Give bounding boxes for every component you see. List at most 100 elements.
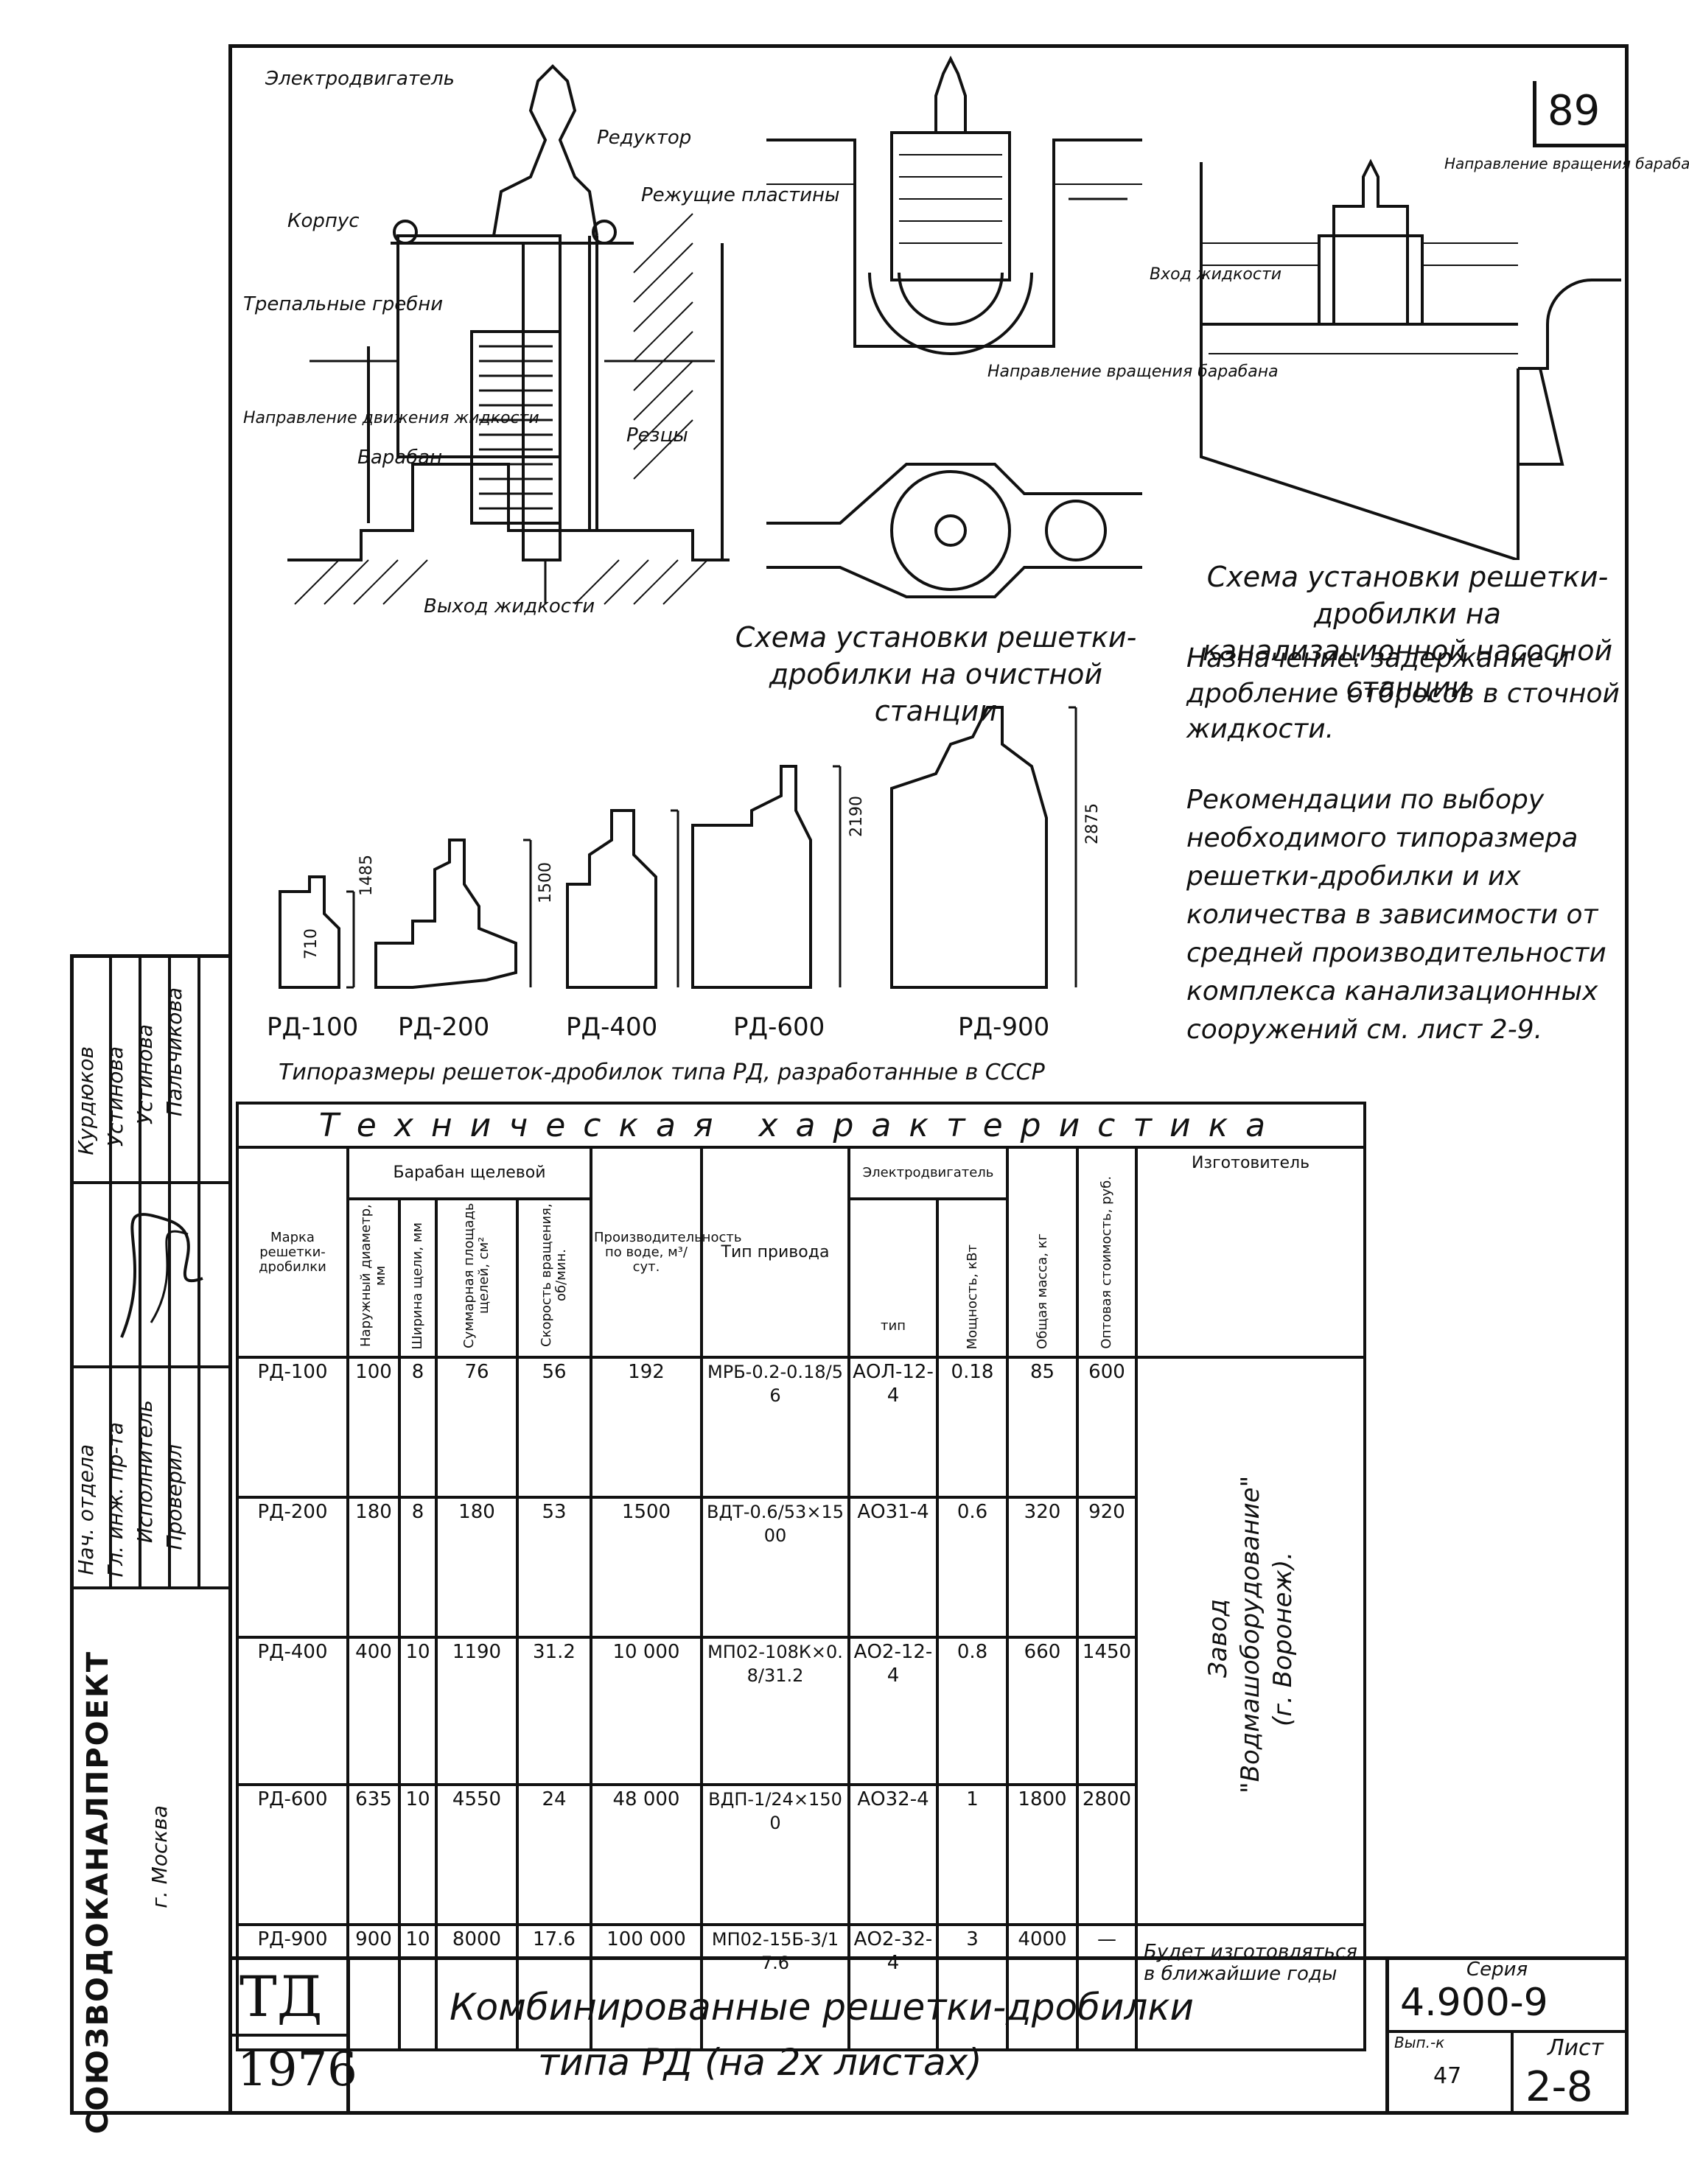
height-rd900: 2875	[1083, 803, 1102, 844]
label-housing: Корпус	[287, 210, 360, 232]
label-rotation-direction-2: Направление вращения барабана	[987, 363, 1279, 381]
header-rotation-speed: Скорость вращения, об/мин.	[539, 1203, 569, 1348]
stamp-org: СОЮЗВОДОКАНАЛПРОЕКТ	[81, 1651, 115, 2135]
title-block-code-split	[228, 2034, 346, 2037]
size-label-rd100: РД-100	[267, 1012, 359, 1042]
cell-area: 4550	[435, 1783, 519, 1926]
treatment-plant-scheme-drawing	[766, 55, 1142, 598]
cell-speed: 53	[516, 1496, 592, 1639]
cell-motor: АО32-4	[847, 1783, 939, 1926]
cell-slot: 10	[398, 1783, 438, 1926]
header-motor-power: Мощность, кВт	[964, 1244, 980, 1349]
header-motor-type: тип	[847, 1197, 939, 1359]
label-rotation-direction-3: Направление вращения барабана	[1444, 155, 1689, 172]
cell-mass: 660	[1006, 1636, 1079, 1786]
cell-capacity: 10 000	[590, 1636, 703, 1786]
technical-specification-table: Техническая характеристика Марка решетки…	[235, 1102, 1367, 2051]
cell-power: 1	[936, 1783, 1009, 1926]
size-label-rd600: РД-600	[733, 1012, 825, 1042]
cell-price: 2800	[1076, 1783, 1138, 1926]
drawing-frame	[228, 44, 1629, 2115]
stamp-code: ТД	[239, 1964, 323, 2029]
title-block-top-line	[228, 1956, 1629, 1960]
cell-power: 0.8	[936, 1636, 1009, 1786]
header-motor-group: Электродвигатель	[847, 1146, 1009, 1200]
header-manufacturer: Изготовитель	[1134, 1146, 1367, 1359]
cell-price: 920	[1076, 1496, 1138, 1639]
label-cutting-plates: Режущие пластины	[641, 184, 840, 206]
stamp-person-4: Пальчикова	[162, 987, 186, 1117]
recommendation-note: Рекомендации по выбору необходимого типо…	[1186, 785, 1606, 1045]
label-combs: Трепальные гребни	[243, 293, 444, 315]
series-label: Серия	[1466, 1959, 1528, 1981]
drawing-title-line1: Комбинированные решетки-дробилки	[450, 1986, 1195, 2029]
header-price: Оптовая стоимость, руб.	[1099, 1176, 1114, 1349]
label-inlet: Вход жидкости	[1150, 265, 1282, 284]
cell-price: 600	[1076, 1356, 1138, 1499]
header-slot-width: Ширина щели, мм	[410, 1222, 425, 1349]
header-drive-type: Тип привода	[700, 1146, 850, 1359]
sheet-number-box	[1533, 81, 1629, 147]
caption-treatment-plant: Схема установки решетки-дробилки на очис…	[735, 621, 1137, 727]
left-strip-frame	[70, 954, 232, 2115]
series-value: 4.900-9	[1400, 1981, 1548, 2025]
size-label-rd400: РД-400	[566, 1012, 658, 1042]
size-label-rd900: РД-900	[958, 1012, 1050, 1042]
cell-mark: РД-100	[236, 1356, 349, 1499]
height-rd400: 1500	[536, 862, 555, 903]
stamp-role-4: Проверил	[162, 1444, 186, 1550]
title-block-code-box	[228, 1956, 350, 2115]
header-slot-area: Суммарная площадь щелей, см²	[461, 1203, 492, 1348]
cell-slot: 10	[398, 1923, 438, 2051]
label-flow-direction: Направление движения жидкости	[243, 409, 539, 427]
stamp-person-1: Курдюков	[74, 1046, 98, 1155]
cell-slot: 8	[398, 1356, 438, 1499]
cell-area: 76	[435, 1356, 519, 1499]
cell-power: 3	[936, 1923, 1009, 2051]
table-row: РД-900 900 10 8000 17.6 100 000 МП02-15Б…	[236, 1923, 1367, 2051]
table-row: РД-600 635 10 4550 24 48 000 ВДП-1/24×15…	[236, 1783, 1365, 1926]
caption-pumping-station: Схема установки решетки-дробилки на кана…	[1202, 561, 1613, 704]
header-capacity: Производительность по воде, м³/сут.	[590, 1146, 741, 1359]
header-mark: Марка решетки-дробилки	[236, 1146, 349, 1359]
height-rd200: 1485	[357, 855, 376, 896]
cell-price: 1450	[1076, 1636, 1138, 1786]
cell-area: 180	[435, 1496, 519, 1639]
manufacturer-main: Завод "Водмашоборудование" (г. Воронеж).	[1203, 1475, 1298, 1793]
cell-price: —	[1076, 1923, 1138, 2051]
cell-slot: 10	[398, 1636, 438, 1786]
cell-diameter: 180	[346, 1496, 401, 1639]
cell-drive: ВДТ-0.6/53×1500	[700, 1496, 850, 1639]
cell-mass: 1800	[1006, 1783, 1079, 1926]
cell-motor: АО2-12-4	[847, 1636, 939, 1786]
cell-motor: АО2-32-4	[847, 1923, 939, 2051]
purpose-note: Назначение: задержание и дробление отбро…	[1186, 643, 1620, 744]
label-outlet: Выход жидкости	[424, 595, 595, 617]
cell-drive: ВДП-1/24×1500	[700, 1783, 850, 1926]
stamp-person-2: Устинова	[103, 1046, 127, 1147]
cell-diameter: 100	[346, 1356, 401, 1499]
cell-power: 0.18	[936, 1356, 1009, 1499]
cell-motor: АОЛ-12-4	[847, 1356, 939, 1499]
cell-motor: АО31-4	[847, 1496, 939, 1639]
header-drum-group: Барабан щелевой	[346, 1146, 592, 1200]
cell-speed: 17.6	[516, 1923, 592, 2051]
pumping-station-scheme-drawing	[1200, 158, 1621, 560]
title-block-right-box	[1385, 1956, 1632, 2115]
header-outer-diameter: Наружный диаметр, мм	[358, 1204, 388, 1347]
issue-label: Вып.-к	[1394, 2034, 1445, 2051]
sheet-value: 2-8	[1525, 2063, 1593, 2111]
label-cutters: Резцы	[626, 424, 688, 447]
cell-mark: РД-200	[236, 1496, 349, 1639]
cell-mark: РД-400	[236, 1636, 349, 1786]
sheet-number: 89	[1548, 87, 1601, 135]
table-row: РД-400 400 10 1190 31.2 10 000 МП02-108К…	[236, 1636, 1365, 1786]
label-drum: Барабан	[357, 447, 443, 469]
cell-diameter: 400	[346, 1636, 401, 1786]
title-block-right-split	[1385, 2030, 1629, 2033]
issue-value: 47	[1433, 2063, 1462, 2089]
cell-drive: МРБ-0.2-0.18/56	[700, 1356, 850, 1499]
stamp-role-3: Исполнитель	[133, 1400, 157, 1544]
cell-mass: 85	[1006, 1356, 1079, 1499]
cell-drive: МП02-108К×0.8/31.2	[700, 1636, 850, 1786]
